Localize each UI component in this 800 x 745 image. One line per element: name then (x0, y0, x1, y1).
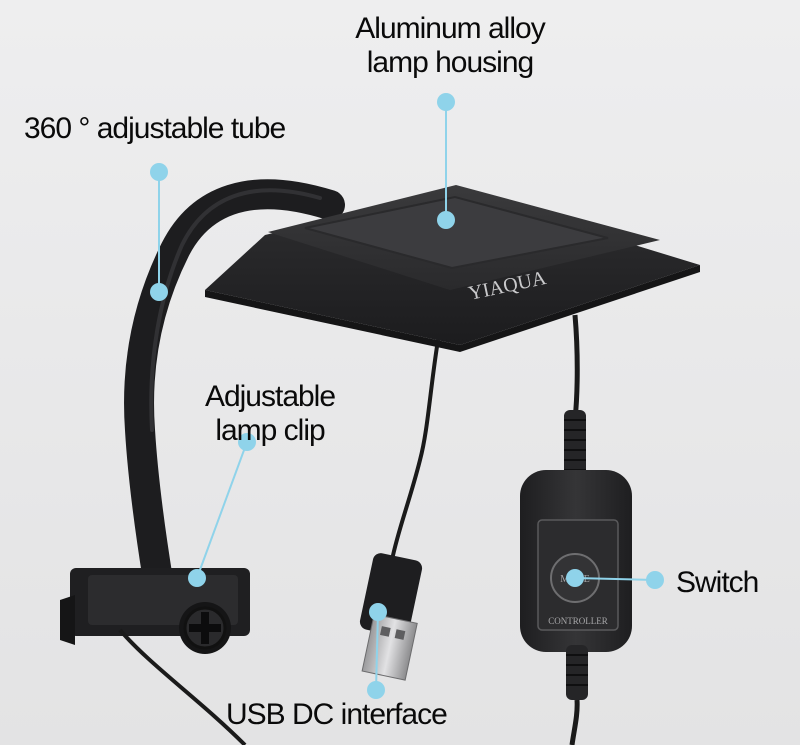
switch-label: Switch (676, 566, 759, 599)
callout-dot-usb-bottom (367, 681, 385, 699)
lamp-housing (205, 185, 700, 352)
controller-cable-top (572, 314, 580, 421)
callout-dot-tube-top (150, 163, 168, 181)
clip-label: Adjustable lamp clip (180, 380, 360, 448)
callouts (150, 93, 664, 699)
housing-label-line1: Aluminum alloy (355, 12, 545, 45)
callout-dot-usb-top (369, 603, 387, 621)
gooseneck-tube (124, 179, 345, 595)
callout-dot-clip-top (238, 433, 256, 451)
controller-strain-relief-top (564, 410, 586, 480)
tube-label: 360 ° adjustable tube (24, 112, 286, 145)
housing-label-line2: lamp housing (366, 46, 534, 79)
callout-dot-switch-left (566, 569, 584, 587)
callout-dot-housing-top (437, 93, 455, 111)
clip-label-line1: Adjustable (204, 380, 336, 413)
controller-strain-relief-bottom (566, 645, 588, 745)
callout-dot-switch-right (646, 571, 664, 589)
callout-dot-tube-bottom (150, 283, 168, 301)
usb-cable (390, 339, 440, 561)
gooseneck-highlight (149, 188, 322, 432)
controller-label: CONTROLLER (548, 616, 608, 626)
housing-label: Aluminum alloy lamp housing (330, 12, 570, 80)
clip-label-line2: lamp clip (215, 414, 325, 447)
usb-label: USB DC interface (226, 698, 448, 731)
callout-dot-housing-bottom (437, 211, 455, 229)
lamp-clip (60, 568, 250, 745)
callout-dot-clip-bottom (188, 569, 206, 587)
